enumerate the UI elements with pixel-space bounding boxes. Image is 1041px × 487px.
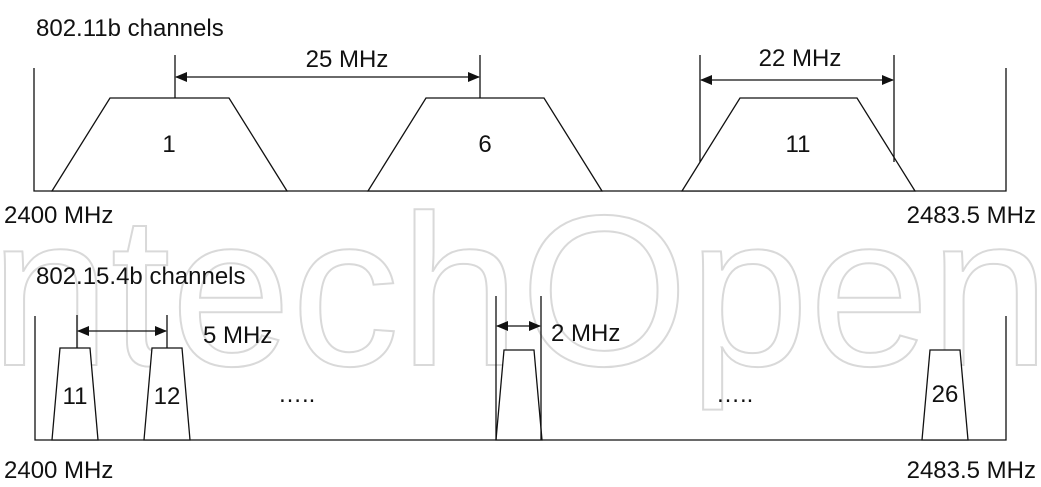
- wifi-panel: 802.11b channels 1 6 11 25 MHz 22 MHz 24…: [4, 15, 1036, 229]
- zigbee-channel-11-label: 11: [63, 383, 88, 410]
- zigbee-channel-mid-shape: [495, 349, 543, 441]
- zigbee-channel-12-label: 12: [154, 383, 181, 410]
- wifi-width-label: 22 MHz: [759, 45, 842, 72]
- zigbee-left-freq: 2400 MHz: [4, 457, 113, 484]
- zigbee-right-freq: 2483.5 MHz: [907, 457, 1036, 484]
- zigbee-width-label: 2 MHz: [551, 320, 620, 347]
- wifi-channel-1-label: 1: [162, 131, 175, 158]
- zigbee-ellipsis-right: …..: [716, 381, 753, 408]
- zigbee-panel: 802.15.4b channels 11 12 26 5 MHz 2 MHz …: [4, 263, 1036, 484]
- wifi-channel-11-shape: [680, 97, 917, 192]
- zigbee-ellipsis-left: …..: [278, 381, 315, 408]
- wifi-channel-6-label: 6: [478, 131, 491, 158]
- wifi-spacing-label: 25 MHz: [306, 46, 389, 73]
- wifi-right-freq: 2483.5 MHz: [907, 202, 1036, 229]
- wifi-channel-11-label: 11: [786, 131, 811, 158]
- wifi-title: 802.11b channels: [36, 15, 224, 42]
- zigbee-channel-12-shape: [143, 347, 191, 441]
- zigbee-spacing-label: 5 MHz: [203, 322, 272, 349]
- wifi-channel-1-shape: [50, 97, 289, 192]
- wifi-left-freq: 2400 MHz: [4, 202, 113, 229]
- wifi-channel-6-shape: [366, 97, 604, 192]
- zigbee-channel-11-shape: [51, 347, 99, 441]
- zigbee-title: 802.15.4b channels: [36, 263, 246, 290]
- zigbee-channel-26-label: 26: [932, 381, 959, 408]
- zigbee-channel-26-shape: [921, 349, 969, 441]
